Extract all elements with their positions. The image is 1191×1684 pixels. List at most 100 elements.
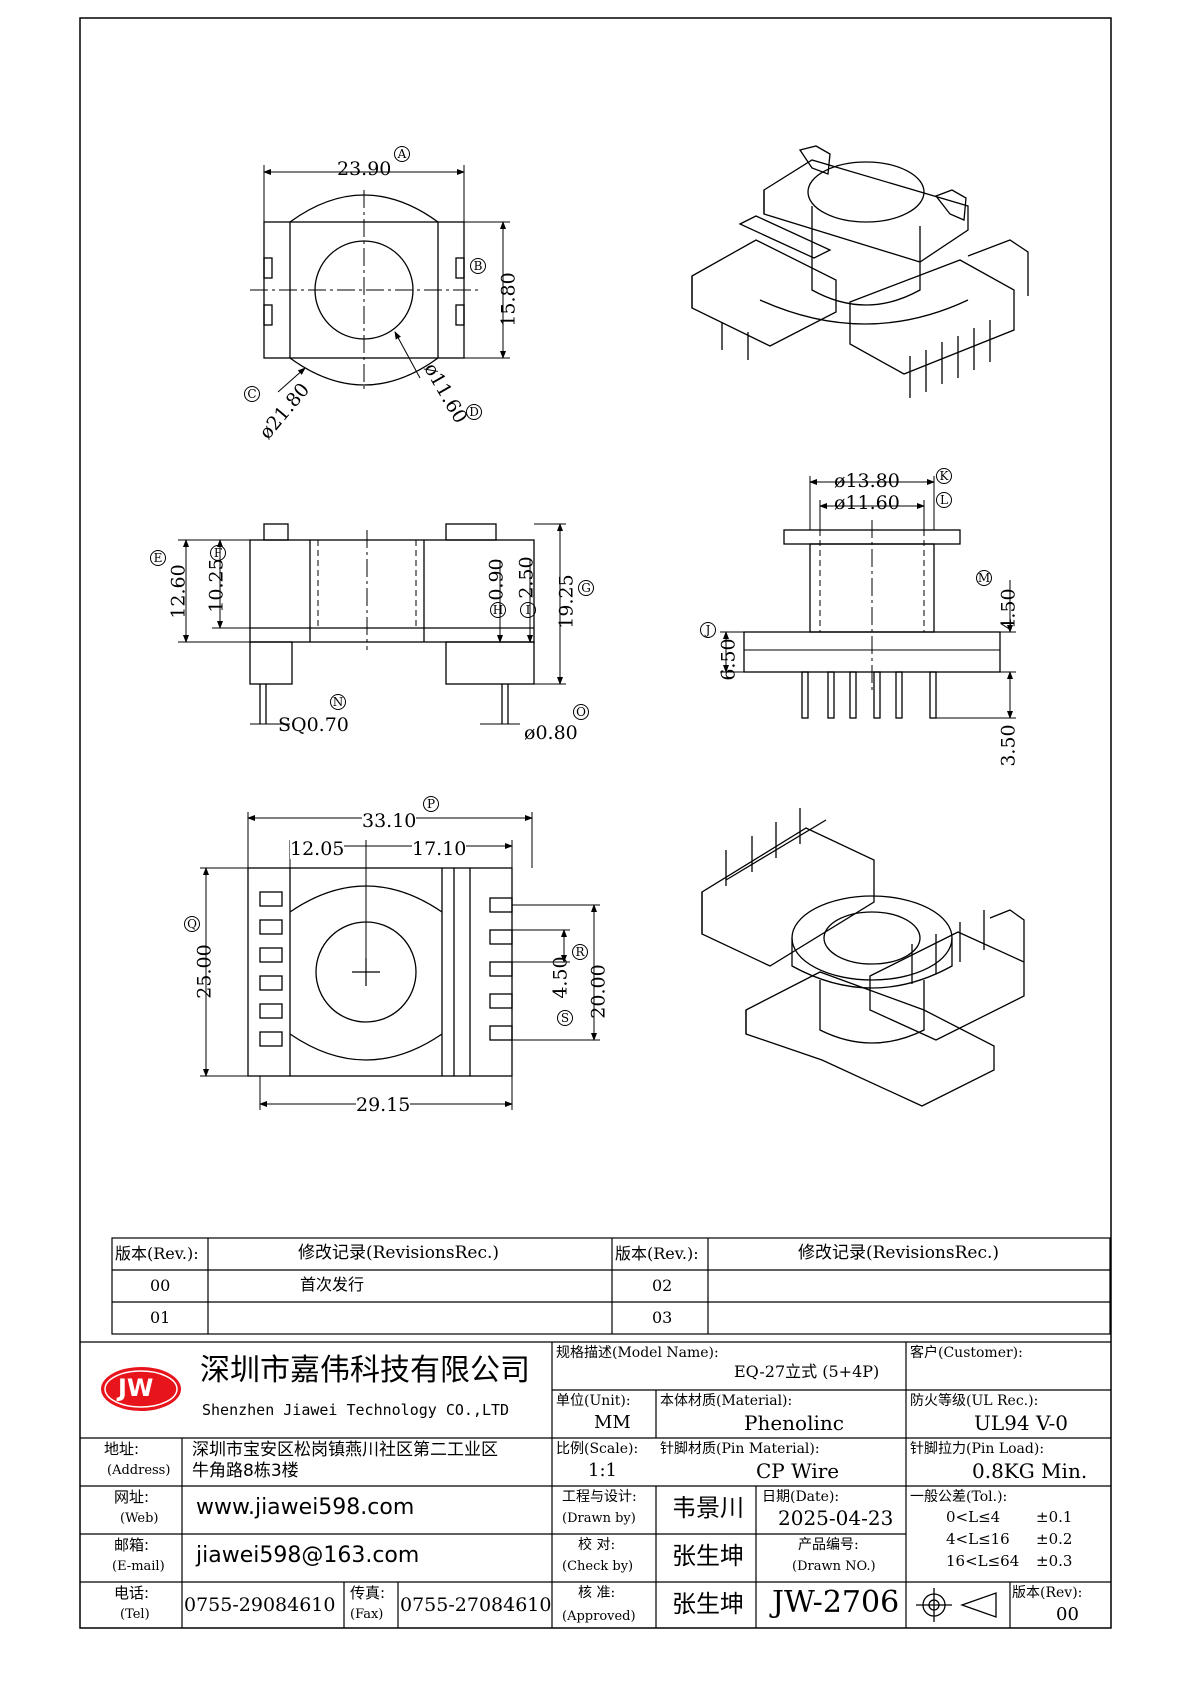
company-logo (101, 1367, 181, 1411)
dim-c-letter: C (244, 386, 260, 402)
tel-number: 0755-29084610 (184, 1594, 336, 1616)
fax-number: 0755-27084610 (400, 1594, 552, 1616)
dim-a-letter: A (394, 146, 410, 162)
dim-17-10: 17.10 (412, 838, 467, 860)
dim-g-value: 19.25 (555, 574, 578, 629)
dim-n-value: SQ0.70 (278, 714, 349, 736)
dim-pin-length: 3.50 (997, 724, 1020, 767)
dim-k-value: ø13.80 (834, 470, 900, 492)
dim-l-letter: L (936, 492, 952, 508)
dim-g-letter: G (578, 580, 594, 596)
rev-label: 版本(Rev): (1012, 1585, 1083, 1601)
dim-o-letter: O (573, 704, 589, 720)
company-name-en: Shenzhen Jiawei Technology CO.,LTD (202, 1401, 510, 1419)
dim-q-value: 25.00 (193, 944, 216, 999)
fax-label: 传真: (350, 1584, 386, 1602)
tol-val-3: ±0.3 (1036, 1552, 1073, 1570)
dim-k-letter: K (936, 468, 952, 484)
dim-i-value: 2.50 (515, 556, 538, 599)
dim-q-letter: Q (184, 916, 200, 932)
dim-f-letter: F (210, 545, 226, 561)
rev-row-1: 00 (150, 1276, 171, 1295)
unit-value: MM (594, 1412, 631, 1433)
tol-range-1: 0<L≤4 (946, 1508, 1001, 1526)
tol-range-2: 4<L≤16 (946, 1530, 1010, 1548)
material-label: 本体材质(Material): (660, 1393, 793, 1409)
web-label: 网址: (114, 1488, 150, 1506)
rev-value: 00 (1056, 1604, 1079, 1625)
dim-p-value: 33.10 (362, 810, 417, 832)
pin-material-label: 针脚材质(Pin Material): (660, 1441, 820, 1457)
revision-table (111, 1237, 1111, 1335)
drawing-number: JW-2706 (772, 1585, 900, 1620)
isometric-view-bottom (701, 808, 1025, 1107)
date-value: 2025-04-23 (778, 1506, 894, 1530)
model-value: EQ-27立式 (5+4P) (734, 1362, 880, 1381)
model-label: 规格描述(Model Name): (556, 1345, 719, 1361)
website[interactable]: www.jiawei598.com (196, 1495, 415, 1520)
title-block (80, 1341, 1111, 1628)
dim-a-value: 23.90 (337, 158, 392, 180)
pin-load-value: 0.8KG Min. (972, 1459, 1088, 1483)
dim-p-letter: P (423, 796, 439, 812)
logo-text: JW (118, 1374, 154, 1402)
tol-range-3: 16<L≤64 (946, 1552, 1020, 1570)
dim-29-15: 29.15 (356, 1094, 411, 1116)
rec-row-1: 首次发行 (300, 1275, 365, 1294)
check-label: 校 对: (578, 1537, 616, 1553)
bottom-view (200, 812, 600, 1110)
dim-h-value: 0.90 (485, 558, 508, 601)
design-label: 工程与设计: (562, 1489, 637, 1505)
front-view (720, 476, 1016, 719)
sheet-border (79, 17, 1112, 1629)
dim-m-value: 4.50 (997, 588, 1020, 631)
rev-row-2: 01 (150, 1308, 171, 1327)
dim-e-value: 12.60 (167, 564, 190, 619)
rec-header-2: 修改记录(RevisionsRec.) (798, 1243, 1000, 1263)
rev2-row-2: 03 (652, 1308, 673, 1327)
dim-f-value: 10.25 (205, 558, 228, 613)
isometric-view-top (691, 145, 1029, 398)
approve-label: 核 准: (578, 1585, 616, 1601)
scale-value: 1:1 (588, 1460, 617, 1481)
check-label-en: (Check by) (562, 1559, 634, 1574)
dim-d-letter: D (466, 404, 482, 420)
checker-name: 张生坤 (672, 1542, 744, 1570)
designer-name: 韦景川 (672, 1494, 744, 1522)
dim-b-value: 15.80 (497, 272, 520, 327)
dim-j-value: 6.50 (717, 638, 740, 681)
dim-i-letter: I (520, 602, 536, 618)
dim-r-value: 20.00 (587, 964, 610, 1019)
email-label: 邮箱: (114, 1536, 150, 1554)
design-label-en: (Drawn by) (562, 1511, 636, 1526)
email-address[interactable]: jiawei598@163.com (196, 1543, 420, 1568)
pin-material-value: CP Wire (756, 1459, 840, 1483)
email-label-en: (E-mail) (112, 1559, 165, 1574)
dim-h-letter: H (490, 602, 506, 618)
pin-load-label: 针脚拉力(Pin Load): (910, 1441, 1045, 1457)
unit-label: 单位(Unit): (556, 1393, 631, 1409)
scale-label: 比例(Scale): (556, 1441, 639, 1457)
company-name-cn: 深圳市嘉伟科技有限公司 (200, 1353, 530, 1388)
tolerance-label: 一般公差(Tol.): (910, 1489, 1008, 1505)
date-label: 日期(Date): (762, 1489, 840, 1505)
dim-l-value: ø11.60 (834, 492, 900, 514)
dim-m-letter: M (976, 570, 992, 586)
drawn-no-label-en: (Drawn NO.) (792, 1559, 876, 1574)
address-line-2: 牛角路8栋3楼 (192, 1461, 299, 1481)
dim-o-value: ø0.80 (524, 722, 578, 744)
rev-header-1: 版本(Rev.): (115, 1244, 199, 1263)
tel-label: 电话: (114, 1584, 150, 1602)
rec-header-1: 修改记录(RevisionsRec.) (298, 1243, 500, 1263)
dim-j-letter: J (700, 622, 716, 638)
material-value: Phenolinc (744, 1411, 844, 1435)
tol-val-2: ±0.2 (1036, 1530, 1073, 1548)
dim-e-letter: E (150, 550, 166, 566)
address-label: 地址: (104, 1440, 140, 1458)
fax-label-en: (Fax) (350, 1607, 384, 1622)
customer-label: 客户(Customer): (910, 1345, 1023, 1361)
tol-val-1: ±0.1 (1036, 1508, 1073, 1526)
web-label-en: (Web) (120, 1511, 159, 1526)
dim-12-05: 12.05 (290, 838, 345, 860)
